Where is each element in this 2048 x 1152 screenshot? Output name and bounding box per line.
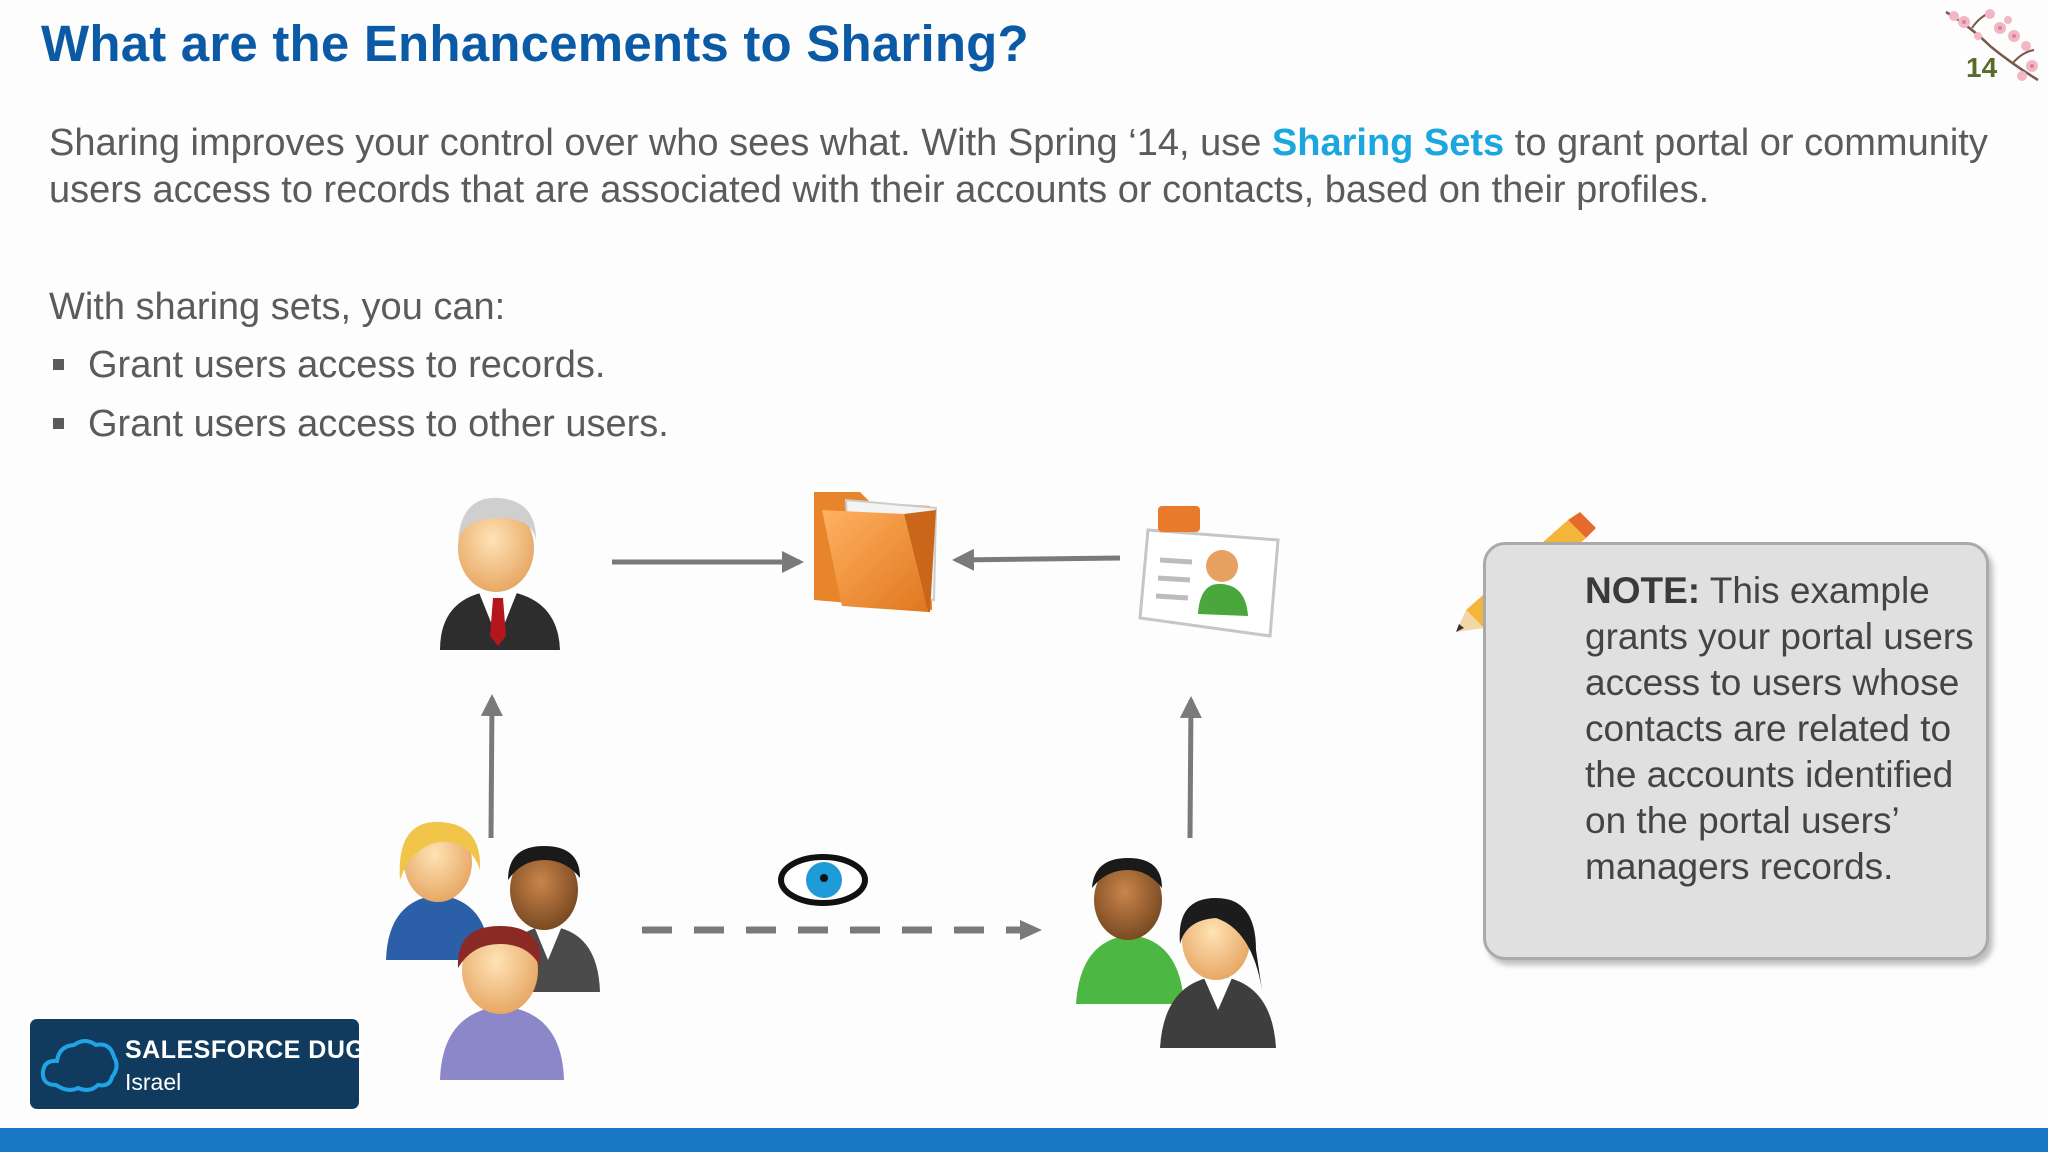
footer-bar <box>0 1128 2048 1152</box>
slide-title: What are the Enhancements to Sharing? <box>41 15 1029 72</box>
arrow-users-to-card <box>1179 696 1202 839</box>
list-lead: With sharing sets, you can: <box>49 286 506 328</box>
salesforce-dug-logo: SALESFORCE DUG Israel <box>30 1019 365 1109</box>
list-item: Grant users access to records. <box>49 342 669 401</box>
cloud-icon <box>40 1039 119 1092</box>
note-label: NOTE: <box>1585 570 1701 611</box>
intro-paragraph: Sharing improves your control over who s… <box>49 120 2009 214</box>
user-group-icon <box>386 821 600 1080</box>
logo-line1: SALESFORCE DUG <box>125 1036 366 1064</box>
note-text: NOTE: This example grants your portal us… <box>1585 568 1985 890</box>
bullet-icon <box>53 359 64 370</box>
list-item: Grant users access to other users. <box>49 401 669 460</box>
contact-card-icon <box>1138 506 1280 638</box>
arrow-portal-to-manager <box>480 694 503 839</box>
dashed-access-arrow <box>642 920 1042 940</box>
businessman-icon <box>440 497 560 650</box>
list-item-text: Grant users access to other users. <box>88 403 669 445</box>
intro-text-end: to grant portal or community users acces… <box>49 122 1988 211</box>
list-item-text: Grant users access to records. <box>88 344 606 386</box>
slide-number: 14 <box>1966 52 1998 83</box>
folder-icon <box>814 492 938 612</box>
intro-text-start: Sharing improves your control over who s… <box>49 122 1272 164</box>
cherry-blossom-icon <box>1942 6 2042 90</box>
bullet-icon <box>53 418 64 429</box>
capability-list: Grant users access to records. Grant use… <box>49 342 669 460</box>
note-callout <box>1483 542 1989 960</box>
arrow-card-to-folder <box>952 548 1121 571</box>
eye-icon <box>778 854 868 906</box>
sharing-sets-term: Sharing Sets <box>1271 122 1505 164</box>
logo-line2: Israel <box>125 1069 182 1095</box>
note-body: This example grants your portal users ac… <box>1585 570 1974 887</box>
user-pair-icon <box>1076 858 1276 1048</box>
